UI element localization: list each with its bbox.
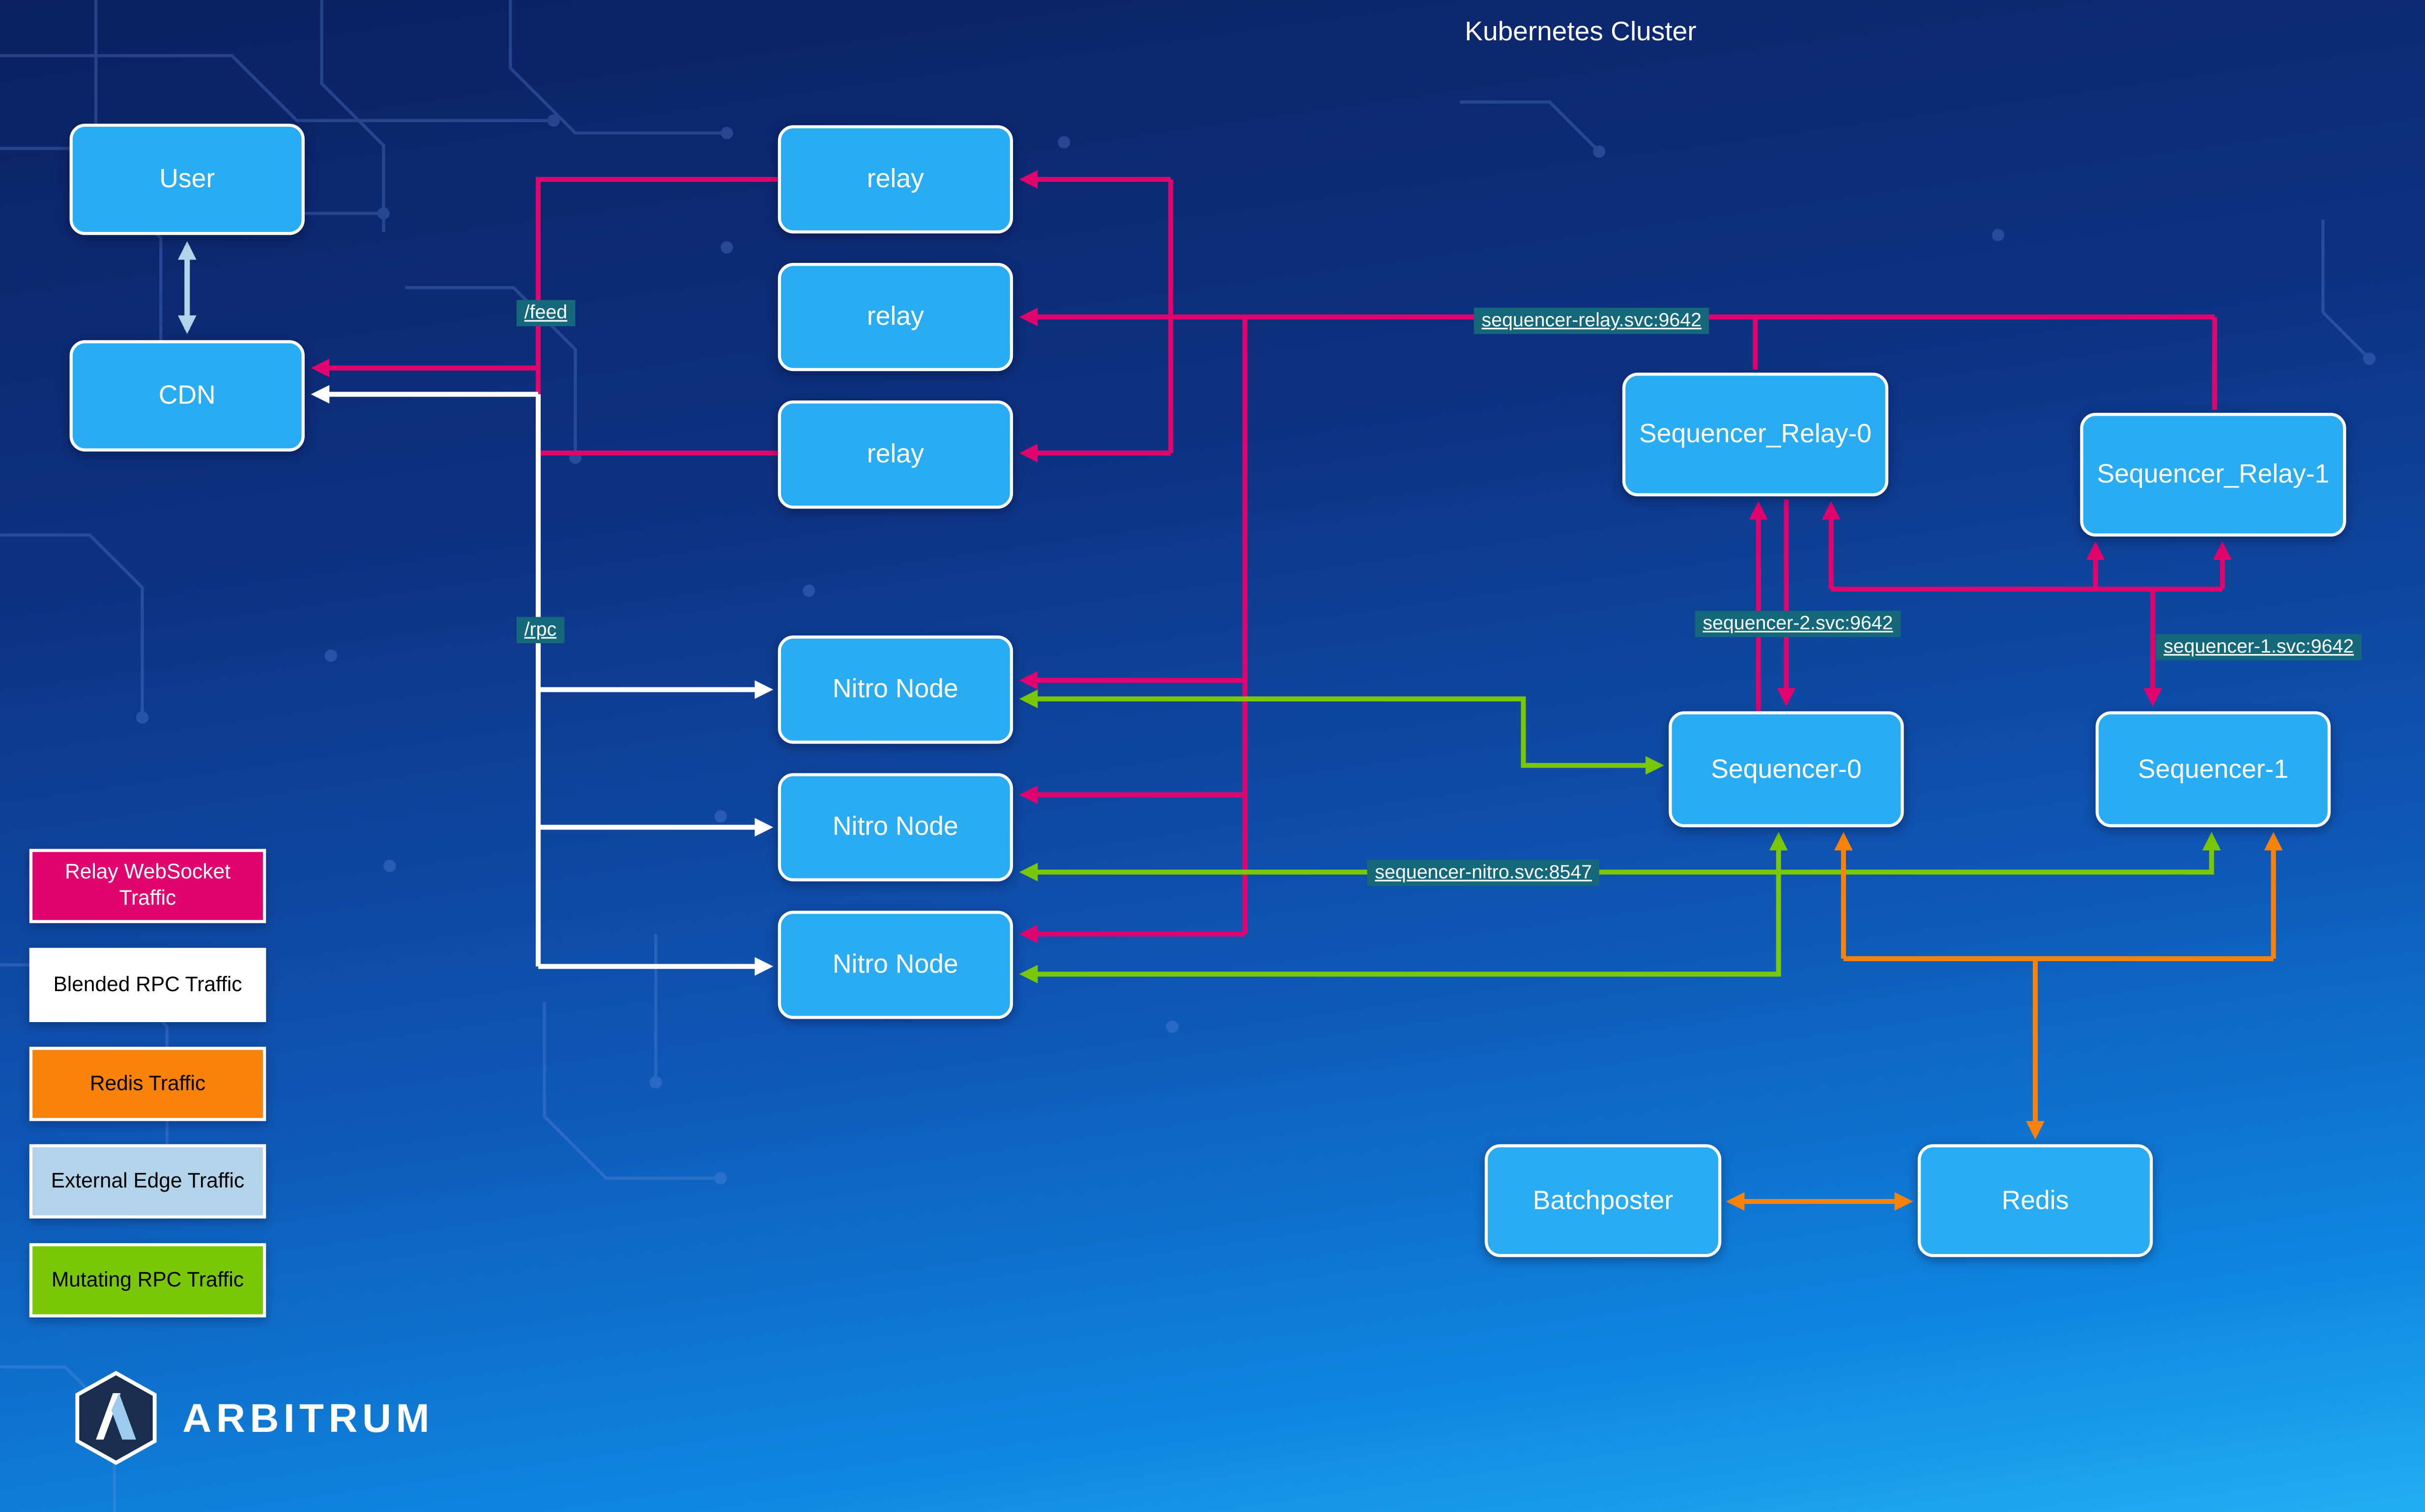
arbitrum-hexagon-icon (75, 1370, 157, 1465)
node-sequencer-relay-0-label: Sequencer_Relay-0 (1639, 419, 1872, 449)
node-nitro-2: Nitro Node (778, 773, 1013, 882)
node-cdn: CDN (69, 340, 305, 452)
node-sequencer-relay-1: Sequencer_Relay-1 (2080, 413, 2346, 537)
node-cdn-label: CDN (158, 380, 216, 410)
edge-label-rpc: /rpc (516, 617, 565, 644)
edge-label-sequencer-1-svc: sequencer-1.svc:9642 (2156, 634, 2362, 661)
node-nitro-3: Nitro Node (778, 911, 1013, 1019)
edge-label-feed: /feed (516, 300, 575, 327)
node-sequencer-1: Sequencer-1 (2095, 711, 2331, 827)
legend-relay-websocket: Relay WebSocket Traffic (29, 849, 266, 923)
node-relay-3: relay (778, 400, 1013, 509)
node-redis-label: Redis (2001, 1185, 2069, 1215)
node-batchposter-label: Batchposter (1532, 1185, 1674, 1215)
node-redis: Redis (1917, 1144, 2153, 1257)
edge-label-sequencer-relay-svc: sequencer-relay.svc:9642 (1473, 308, 1709, 335)
node-relay-1-label: relay (866, 164, 924, 194)
legend-mutating-rpc: Mutating RPC Traffic (29, 1243, 266, 1317)
legend-blended-rpc: Blended RPC Traffic (29, 947, 266, 1022)
arbitrum-wordmark: ARBITRUM (182, 1394, 434, 1441)
edges-redis (1726, 831, 2283, 1211)
node-sequencer-0-label: Sequencer-0 (1711, 754, 1862, 783)
node-sequencer-relay-1-label: Sequencer_Relay-1 (2097, 459, 2330, 489)
edges-relay-websocket (311, 170, 2232, 943)
legend-mutating-rpc-label: Mutating RPC Traffic (51, 1267, 244, 1291)
node-user-label: User (159, 164, 215, 194)
edges-blended-rpc (311, 385, 774, 976)
edge-label-sequencer-2-svc: sequencer-2.svc:9642 (1695, 610, 1901, 638)
node-nitro-1-label: Nitro Node (833, 674, 958, 704)
legend-relay-websocket-label: Relay WebSocket Traffic (65, 859, 231, 910)
node-nitro-2-label: Nitro Node (833, 812, 958, 841)
node-batchposter: Batchposter (1484, 1144, 1722, 1257)
diagram-title: Kubernetes Cluster (1465, 15, 1697, 47)
legend-external-edge-label: External Edge Traffic (51, 1168, 245, 1192)
node-relay-2: relay (778, 262, 1013, 371)
arbitrum-logo: ARBITRUM (71, 1370, 434, 1466)
node-nitro-3-label: Nitro Node (833, 949, 958, 979)
edge-label-sequencer-nitro-svc: sequencer-nitro.svc:8547 (1367, 859, 1600, 887)
legend-redis-traffic: Redis Traffic (29, 1047, 266, 1121)
node-user: User (69, 123, 305, 235)
node-sequencer-0: Sequencer-0 (1669, 711, 1904, 827)
node-sequencer-relay-0: Sequencer_Relay-0 (1622, 372, 1889, 497)
node-relay-2-label: relay (866, 301, 924, 331)
node-relay-1: relay (778, 125, 1013, 234)
legend-external-edge: External Edge Traffic (29, 1144, 266, 1219)
node-relay-3-label: relay (866, 439, 924, 469)
node-nitro-1: Nitro Node (778, 635, 1013, 744)
legend-blended-rpc-label: Blended RPC Traffic (53, 971, 242, 996)
legend-redis-traffic-label: Redis Traffic (89, 1071, 206, 1094)
node-sequencer-1-label: Sequencer-1 (2137, 754, 2289, 783)
